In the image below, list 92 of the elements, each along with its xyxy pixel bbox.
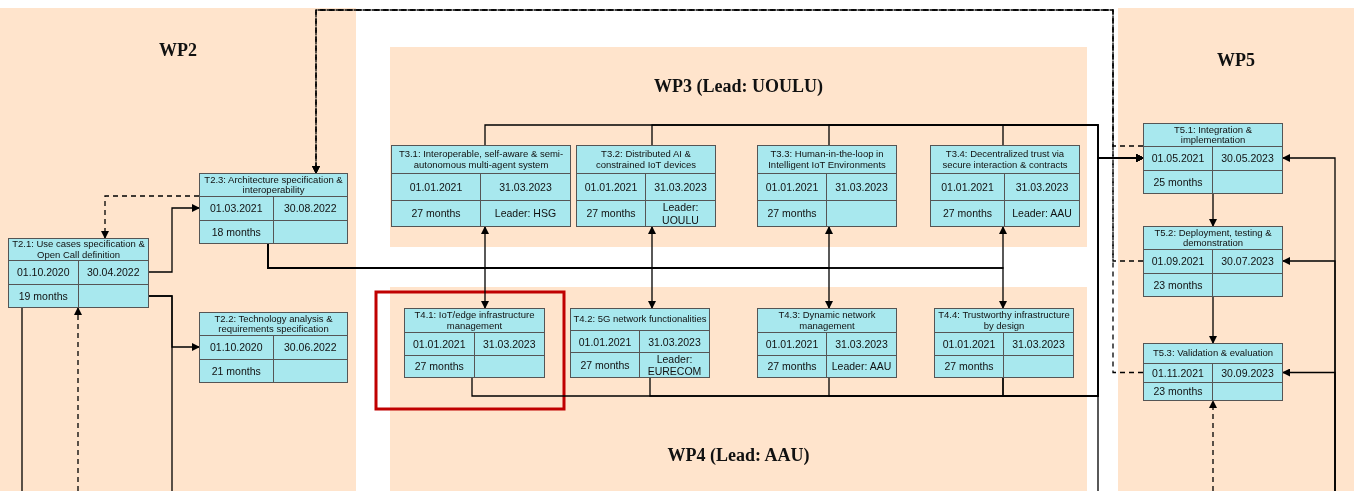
- end-date: 31.03.2023: [1012, 337, 1065, 351]
- task-title: T4.4: Trustworthy infrastructure by design: [937, 310, 1071, 331]
- arrow: [1209, 193, 1217, 227]
- dashed-arrow: [74, 307, 82, 491]
- work-package-title: WP4 (Lead: AAU): [666, 444, 811, 467]
- end-date: 30.05.2023: [1221, 152, 1274, 165]
- arrow: [148, 204, 200, 273]
- work-package-band: [0, 8, 356, 491]
- start-date: 01.10.2020: [16, 266, 70, 279]
- task-title: T4.1: IoT/edge infrastructure management: [413, 310, 536, 331]
- task-box: [1143, 226, 1283, 297]
- task-title: T2.3: Architecture specification & interoperability: [203, 174, 344, 196]
- work-package-title: WP5: [1216, 49, 1256, 72]
- work-package-band: [390, 47, 1087, 247]
- task-box: [391, 145, 571, 227]
- leader-label: Leader: UOULU: [661, 201, 700, 226]
- task-box: [934, 308, 1074, 378]
- duration: 27 months: [414, 360, 464, 373]
- duration: 27 months: [944, 360, 994, 373]
- task-title: T3.3: Human-in-the-loop in Intelligent IoT Environments: [767, 149, 887, 170]
- work-package-title: WP3 (Lead: UOULU): [653, 75, 824, 98]
- end-date: 31.03.2023: [654, 180, 707, 194]
- leader-label: Leader: AAU: [831, 360, 892, 373]
- start-date: 01.05.2021: [1151, 152, 1205, 165]
- end-date: 30.06.2022: [283, 341, 337, 354]
- duration: 25 months: [1153, 175, 1203, 189]
- duration: 27 months: [767, 207, 817, 220]
- start-date: 01.01.2021: [584, 180, 638, 194]
- end-date: 30.04.2022: [86, 266, 140, 279]
- duration: 19 months: [18, 289, 68, 303]
- start-date: 01.01.2021: [578, 335, 632, 348]
- end-date: 30.07.2023: [1221, 255, 1274, 268]
- end-date: 31.03.2023: [648, 335, 701, 348]
- task-title: T4.3: Dynamic network management: [777, 310, 877, 331]
- start-date: 01.01.2021: [409, 180, 463, 194]
- leader-label: Leader: AAU: [1012, 207, 1072, 220]
- task-box: [199, 312, 348, 383]
- task-title: T2.2: Technology analysis & requirements specification: [213, 313, 334, 335]
- arrow: [1282, 368, 1336, 491]
- task-title: T3.4: Decentralized trust via secure interaction & contracts: [941, 149, 1069, 170]
- start-date: 01.11.2021: [1152, 366, 1204, 380]
- arrow: [1209, 296, 1217, 344]
- dashed-arrow: [1209, 400, 1217, 491]
- end-date: 30.09.2023: [1221, 366, 1274, 380]
- start-date: 01.03.2021: [209, 202, 263, 215]
- task-title: T4.2: 5G network functionalities: [573, 314, 707, 325]
- task-title: T5.2: Deployment, testing & demonstration: [1153, 227, 1273, 249]
- leader-label: Leader: EURECOM: [646, 352, 703, 377]
- dashed-arrow: [101, 195, 200, 239]
- work-package-band: [390, 287, 1087, 491]
- task-box: [404, 308, 545, 378]
- end-date: 31.03.2023: [835, 337, 888, 351]
- start-date: 01.10.2020: [209, 341, 263, 354]
- end-date: 31.03.2023: [499, 180, 552, 194]
- task-box: [570, 308, 710, 378]
- end-date: 31.03.2023: [835, 180, 888, 194]
- duration: 27 months: [580, 358, 630, 371]
- start-date: 01.09.2021: [1151, 255, 1205, 268]
- task-title: T3.2: Distributed AI & constrained IoT devices: [594, 149, 698, 170]
- task-box: [576, 145, 716, 227]
- start-date: 01.01.2021: [765, 337, 819, 351]
- duration: 23 months: [1153, 385, 1203, 398]
- end-date: 31.03.2023: [482, 337, 536, 351]
- start-date: 01.01.2021: [941, 180, 994, 194]
- duration: 27 months: [411, 207, 461, 220]
- end-date: 31.03.2023: [1015, 180, 1069, 194]
- task-box: [757, 145, 897, 227]
- task-title: T5.3: Validation & evaluation: [1152, 348, 1274, 359]
- duration: 23 months: [1153, 278, 1203, 292]
- end-date: 30.08.2022: [283, 202, 337, 215]
- start-date: 01.01.2021: [412, 337, 466, 351]
- duration: 21 months: [211, 364, 261, 378]
- task-box: [1143, 343, 1283, 401]
- leader-label: Leader: HSG: [494, 207, 557, 220]
- task-box: [757, 308, 897, 378]
- duration: 27 months: [943, 207, 992, 220]
- task-title: T2.1: Use cases specification & Open Call definition: [11, 239, 146, 260]
- task-box: [930, 145, 1080, 227]
- dashed-arrow: [312, 9, 1144, 262]
- task-title: T3.1: Interoperable, self-aware & semi-autonomous multi-agent system: [397, 149, 565, 170]
- duration: 18 months: [211, 225, 261, 239]
- duration: 27 months: [586, 207, 636, 220]
- duration: 27 months: [767, 360, 817, 373]
- start-date: 01.01.2021: [942, 337, 996, 351]
- task-box: [199, 173, 348, 244]
- task-title: T5.1: Integration & implementation: [1172, 124, 1254, 146]
- work-package-title: WP2: [158, 39, 198, 62]
- dashed-arrow: [312, 9, 1144, 374]
- task-box: [8, 238, 149, 308]
- work-package-band: [1118, 8, 1354, 491]
- task-box: [1143, 123, 1283, 194]
- start-date: 01.01.2021: [765, 180, 819, 194]
